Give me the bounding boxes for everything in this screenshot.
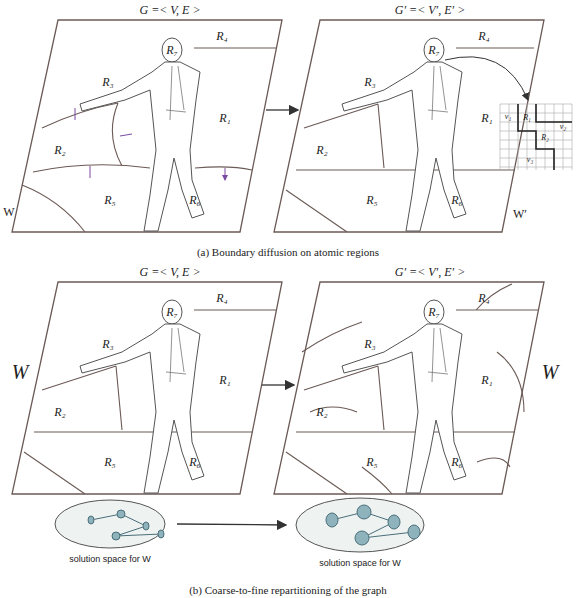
region-label: R₄ xyxy=(478,292,490,304)
solution-ellipse xyxy=(45,498,175,550)
region-label: R₆ xyxy=(189,194,201,206)
region-label: R₃ xyxy=(364,338,376,350)
region-label: R₃ xyxy=(364,76,376,88)
region-label: R₁ xyxy=(481,112,493,124)
region-label: v₁ xyxy=(505,113,511,121)
region-label: R₃ xyxy=(102,76,114,88)
region-label: R₅ xyxy=(366,456,378,468)
region-label: R₆ xyxy=(189,456,201,468)
region-label: W′ xyxy=(513,208,527,220)
region-label: R₃ xyxy=(102,338,114,350)
region-label: W xyxy=(542,362,559,382)
region-label: R₇ xyxy=(166,44,178,56)
node-caption: solution space for W xyxy=(45,554,175,564)
region-label: R₆ xyxy=(451,456,463,468)
region-label: R₁ xyxy=(481,374,493,386)
region-label: R₄ xyxy=(216,30,228,42)
region-label: v₃ xyxy=(527,156,533,164)
region-label: R₇ xyxy=(166,306,178,318)
region-label: R₅ xyxy=(366,194,378,206)
region-label: R₄ xyxy=(478,30,490,42)
region-label: W xyxy=(12,362,29,382)
region-label: R₂ xyxy=(54,144,66,156)
region-label: G′ =< V′, E′ > xyxy=(395,4,466,16)
region-label: R₂ xyxy=(316,144,328,156)
solution-space: solution space for W xyxy=(288,496,432,568)
connector-arrow xyxy=(177,524,286,525)
node-caption: solution space for W xyxy=(288,558,432,568)
region-label: R₂ xyxy=(54,406,66,418)
solution-space: solution space for W xyxy=(45,498,175,564)
subfigure-caption: (a) Boundary diffusion on atomic regions xyxy=(197,247,379,258)
region-label: R₅ xyxy=(104,194,116,206)
region-label: R₇ xyxy=(428,44,440,56)
subfigure-caption: (b) Coarse-to-fine repartitioning of the… xyxy=(189,585,387,596)
region-label: R₁ xyxy=(219,112,231,124)
region-label: G′ =< V′, E′ > xyxy=(395,266,466,278)
region-label: R₅ xyxy=(104,456,116,468)
region-label: R₂ xyxy=(541,134,549,142)
region-label: R₄ xyxy=(216,292,228,304)
region-label: R₂ xyxy=(316,406,328,418)
region-label: R₁ xyxy=(219,374,231,386)
region-label: W xyxy=(3,206,14,218)
solution-ellipse xyxy=(288,496,432,554)
region-label: G =< V, E > xyxy=(139,4,200,16)
region-label: R₇ xyxy=(428,306,440,318)
region-label: v₂ xyxy=(560,123,566,131)
region-label: R₁ xyxy=(523,114,531,122)
region-label: G =< V, E > xyxy=(139,266,200,278)
region-label: R₆ xyxy=(451,194,463,206)
